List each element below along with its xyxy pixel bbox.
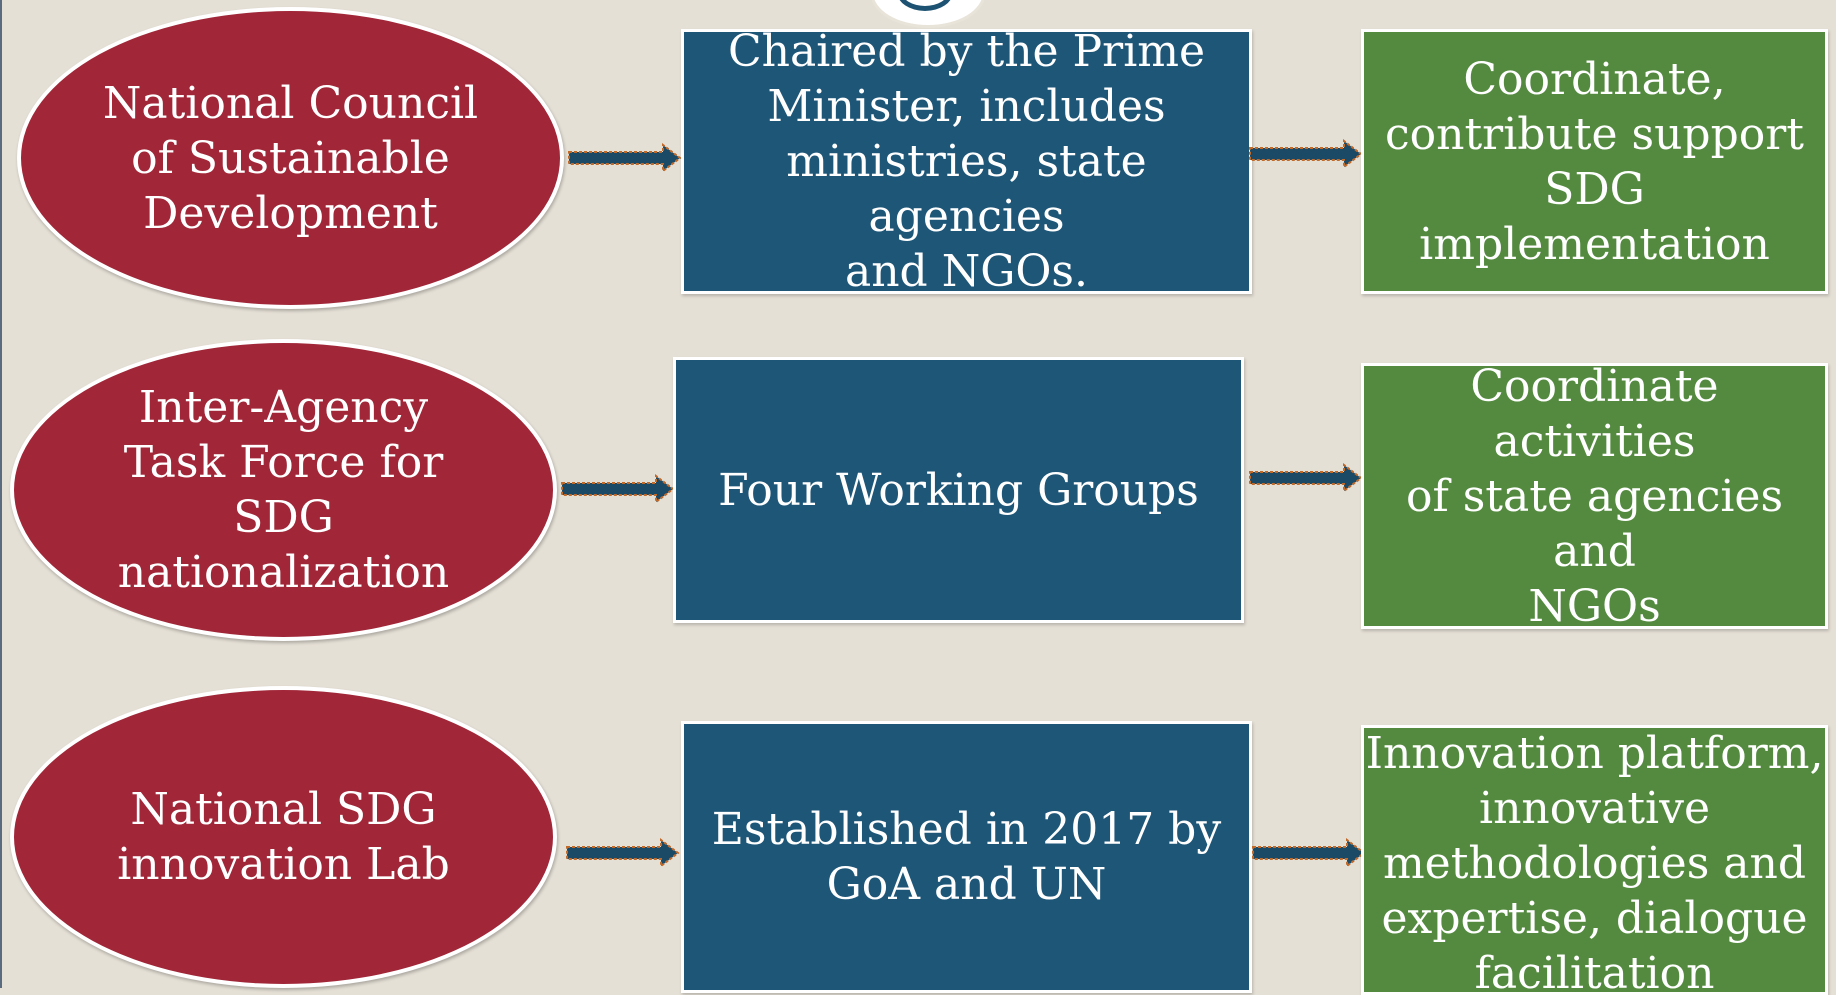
- box-line: Coordinate activities: [1470, 360, 1719, 467]
- box-line: and NGOs.: [844, 246, 1088, 297]
- oval-line: National Council: [102, 77, 479, 129]
- arrow-right-icon: [1251, 838, 1366, 868]
- oval-line: Inter-Agency: [138, 382, 429, 433]
- box-line: Chaired by the Prime: [727, 26, 1206, 77]
- box-line: of state agencies and: [1405, 470, 1784, 577]
- box-four-working-groups: Four Working Groups: [673, 357, 1244, 623]
- oval-line: Development: [143, 187, 438, 239]
- box-line: innovative: [1479, 783, 1710, 834]
- box-line: Coordinate,: [1463, 53, 1726, 105]
- oval-line: innovation Lab: [117, 839, 450, 890]
- box-innovation-platform: Innovation platform, innovative methodol…: [1361, 725, 1828, 995]
- oval-line: SDG: [233, 492, 334, 543]
- box-established-2017: Established in 2017 by GoA and UN: [681, 721, 1252, 993]
- box-coordinate-activities: Coordinate activities of state agencies …: [1361, 361, 1828, 632]
- box-line: Innovation platform,: [1365, 728, 1824, 779]
- box-coordinate-support: Coordinate, contribute support SDG imple…: [1361, 29, 1828, 294]
- box-line: methodologies and: [1382, 838, 1807, 889]
- box-line: contribute support: [1385, 108, 1804, 160]
- oval-line: Task Force for: [123, 437, 444, 488]
- arrow-right-icon: [565, 838, 680, 868]
- box-line: NGOs: [1528, 580, 1661, 632]
- oval-line: of Sustainable: [131, 132, 450, 184]
- oval-line: National SDG: [130, 784, 437, 835]
- arrow-right-icon: [1248, 463, 1363, 493]
- box-line: facilitation: [1474, 948, 1715, 995]
- box-line: Minister, includes: [767, 81, 1166, 132]
- arrow-right-icon: [560, 474, 675, 504]
- box-chaired-by-pm: Chaired by the Prime Minister, includes …: [681, 26, 1252, 297]
- oval-sdg-innovation-lab: National SDG innovation Lab: [10, 686, 557, 988]
- arrow-right-icon: [567, 143, 682, 173]
- box-line: ministries, state agencies: [786, 136, 1147, 242]
- frame-left-border: [0, 0, 2, 988]
- arrow-right-icon: [1248, 139, 1363, 169]
- oval-inter-agency-task-force: Inter-Agency Task Force for SDG national…: [10, 339, 557, 641]
- box-line: Established in 2017 by: [711, 804, 1222, 855]
- oval-line: nationalization: [117, 547, 450, 598]
- box-line: expertise, dialogue: [1381, 893, 1808, 944]
- oval-national-council: National Council of Sustainable Developm…: [17, 7, 564, 309]
- box-line: GoA and UN: [826, 859, 1107, 910]
- box-line: Four Working Groups: [718, 464, 1199, 516]
- box-line: SDG implementation: [1419, 163, 1770, 270]
